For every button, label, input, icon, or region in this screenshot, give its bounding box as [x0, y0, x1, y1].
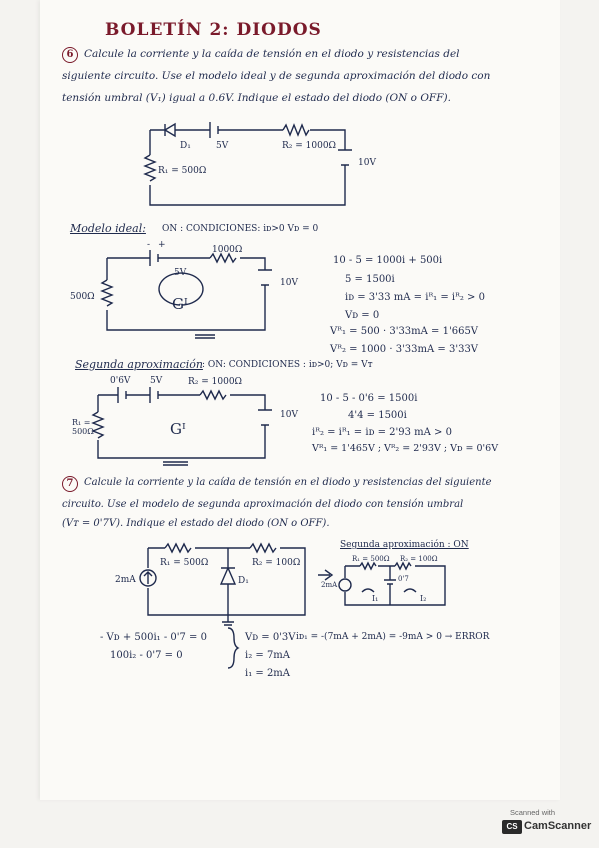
- ideal-heading: Modelo ideal:: [70, 222, 146, 235]
- ex7-number: 7: [62, 476, 78, 492]
- second-eq-2: 4'4 = 1500i: [348, 410, 407, 421]
- ideal-eq-5: Vᴿ₁ = 500 · 3'33mA = 1'665V: [330, 326, 479, 337]
- ideal-eq-1: 10 - 5 = 1000i + 500i: [333, 255, 443, 266]
- ideal-eq-6: Vᴿ₂ = 1000 · 3'33mA = 3'33V: [330, 344, 479, 355]
- camscanner-watermark: Scanned with CS CamScanner: [500, 808, 592, 842]
- ex7-line-2: circuito. Use el modelo de segunda aprox…: [62, 499, 464, 510]
- second-eq-4: Vᴿ₁ = 1'465V ; Vᴿ₂ = 2'93V ; Vᴅ = 0'6V: [312, 443, 499, 454]
- ex7-eq-right-2: i₂ = 7mA: [245, 650, 291, 661]
- ex7-d1-label: D₁: [238, 576, 249, 586]
- ex7-r1-label: R₁ = 500Ω: [160, 558, 209, 568]
- ex6-r1-label: R₁ = 500Ω: [158, 166, 207, 176]
- ex7-small-i2: I₂: [420, 594, 427, 603]
- notebook-page: [40, 0, 560, 800]
- scanned-with-text: Scanned with: [510, 808, 556, 817]
- ideal-r500: 500Ω: [70, 292, 95, 302]
- ex7-eq-left-2: 100i₂ - 0'7 = 0: [110, 650, 183, 661]
- ideal-5v: 5V: [174, 268, 187, 278]
- ex7-circuit: [139, 542, 334, 626]
- ex7-result: iᴅ₁ = -(7mA + 2mA) = -9mA > 0 → ERROR: [296, 632, 490, 642]
- ex7-line-1: Calcule la corriente y la caída de tensi…: [84, 477, 492, 488]
- second-eq-3: iᴿ₂ = iᴿ₁ = iᴅ = 2'93 mA > 0: [312, 427, 452, 438]
- ideal-gi: Gᴵ: [172, 295, 188, 313]
- second-06v: 0'6V: [110, 376, 131, 386]
- ex7-source-label: 2mA: [115, 575, 136, 585]
- ex6-line-3: tensión umbral (V₁) igual a 0.6V. Indiqu…: [62, 92, 451, 104]
- ideal-conditions: ON : CONDICIONES: iᴅ>0 Vᴅ = 0: [162, 224, 319, 234]
- ex7-small-r2: R₂ = 100Ω: [400, 555, 438, 563]
- ideal-minus: -: [147, 240, 151, 250]
- ex7-small-r1: R₁ = 500Ω: [352, 555, 390, 563]
- ideal-r1000: 1000Ω: [212, 245, 243, 255]
- ex7-eq-right-3: i₁ = 2mA: [245, 668, 291, 679]
- ex7-line-3: (Vᴛ = 0'7V). Indique el estado del diodo…: [62, 518, 330, 529]
- second-10v: 10V: [280, 410, 298, 420]
- second-r1: R₁ = 500Ω: [72, 418, 94, 436]
- ex6-number: 6: [62, 47, 78, 63]
- ex6-d1-label: D₁: [180, 141, 191, 151]
- ideal-plus: +: [158, 240, 166, 250]
- ideal-10v: 10V: [280, 278, 298, 288]
- ideal-circuit: [100, 250, 272, 339]
- camscanner-logo-icon: CS: [502, 820, 522, 834]
- second-5v: 5V: [150, 376, 163, 386]
- ex6-circuit: [143, 122, 352, 206]
- ideal-eq-4: Vᴅ = 0: [345, 310, 380, 321]
- ex7-second-heading: Segunda aproximación : ON: [340, 540, 469, 550]
- second-approx-circuit: [91, 387, 272, 466]
- second-eq-1: 10 - 5 - 0'6 = 1500i: [320, 393, 418, 404]
- ex7-eq-right-1: Vᴅ = 0'3V: [245, 632, 296, 643]
- ideal-eq-3: iᴅ = 3'33 mA = iᴿ₁ = iᴿ₂ > 0: [345, 292, 485, 303]
- page-title: BOLETÍN 2: DIODOS: [105, 20, 322, 40]
- second-gi: Gᴵ: [170, 420, 186, 438]
- camscanner-name: CamScanner: [524, 820, 592, 832]
- ex6-r2-label: R₂ = 1000Ω: [282, 141, 337, 151]
- ex7-r2-label: R₂ = 100Ω: [252, 558, 301, 568]
- ex7-small-circuit: [338, 561, 446, 606]
- ideal-eq-2: 5 = 1500i: [345, 274, 395, 285]
- ex6-5v-label: 5V: [216, 141, 229, 151]
- ex7-small-v07: 0'7: [398, 575, 409, 583]
- second-conditions: : ON: CONDICIONES : iᴅ>0; Vᴅ = Vᴛ: [202, 360, 373, 370]
- second-heading: Segunda aproximación: [75, 358, 203, 371]
- ex6-line-1: Calcule la corriente y la caída de tensi…: [84, 48, 460, 60]
- ex7-small-src: 2mA: [321, 581, 338, 589]
- ex6-10v-label: 10V: [358, 158, 376, 168]
- second-r2: R₂ = 1000Ω: [188, 377, 243, 387]
- ex7-small-i1: I₁: [372, 594, 379, 603]
- ex6-line-2: siguiente circuito. Use el modelo ideal …: [62, 70, 491, 82]
- ex7-eq-left-1: - Vᴅ + 500i₁ - 0'7 = 0: [100, 632, 207, 643]
